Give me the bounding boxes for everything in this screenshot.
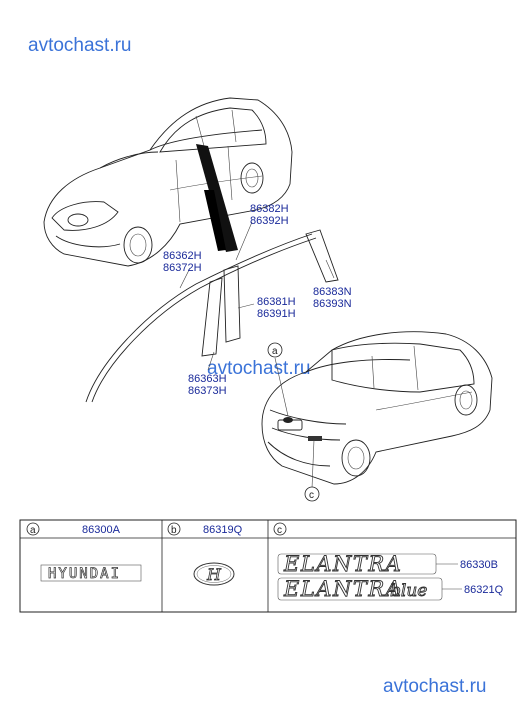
label-86362H: 86362H: [163, 250, 202, 262]
callout-a-letter: a: [272, 346, 278, 357]
moulding-parts: [85, 221, 339, 403]
callout-c: c: [304, 486, 320, 502]
table-letter-c: c: [277, 525, 282, 536]
label-86393N: 86393N: [313, 298, 352, 310]
callout-c-letter: c: [309, 490, 314, 501]
watermark-middle: avtochast.ru: [207, 358, 311, 379]
label-86373H: 86373H: [188, 385, 227, 397]
car-front-view: [43, 97, 293, 267]
elantra-emblem: ELANTRA: [283, 552, 402, 576]
table-part-86300A: 86300A: [82, 524, 121, 536]
h-letter: H: [206, 565, 222, 584]
callout-a: a: [267, 342, 283, 358]
table-letter-b: b: [171, 525, 177, 536]
watermark-top: avtochast.ru: [28, 35, 132, 56]
label-86363H: 86363H: [188, 373, 227, 385]
label-86372H: 86372H: [163, 262, 202, 274]
label-86391H: 86391H: [257, 308, 296, 320]
table-part-86321Q: 86321Q: [464, 584, 504, 596]
label-86392H: 86392H: [250, 215, 289, 227]
label-86383N: 86383N: [313, 286, 352, 298]
hyundai-h-logo-emblem: H: [193, 562, 235, 586]
table-letter-a: a: [30, 525, 36, 536]
elantra-blue-emblem-suffix: blue: [390, 581, 427, 601]
table-part-86319Q: 86319Q: [203, 524, 243, 536]
parts-table: a 86300A b 86319Q c HYUNDAI H ELANTRA 86…: [19, 519, 517, 613]
label-86382H: 86382H: [250, 203, 289, 215]
table-part-86330B: 86330B: [460, 559, 498, 571]
elantra-blue-emblem-main: ELANTRA: [283, 577, 402, 601]
car-rear-view: [261, 331, 493, 489]
hyundai-wordmark-emblem: HYUNDAI: [48, 566, 121, 582]
label-86381H: 86381H: [257, 296, 296, 308]
watermark-bottom: avtochast.ru: [383, 676, 487, 697]
